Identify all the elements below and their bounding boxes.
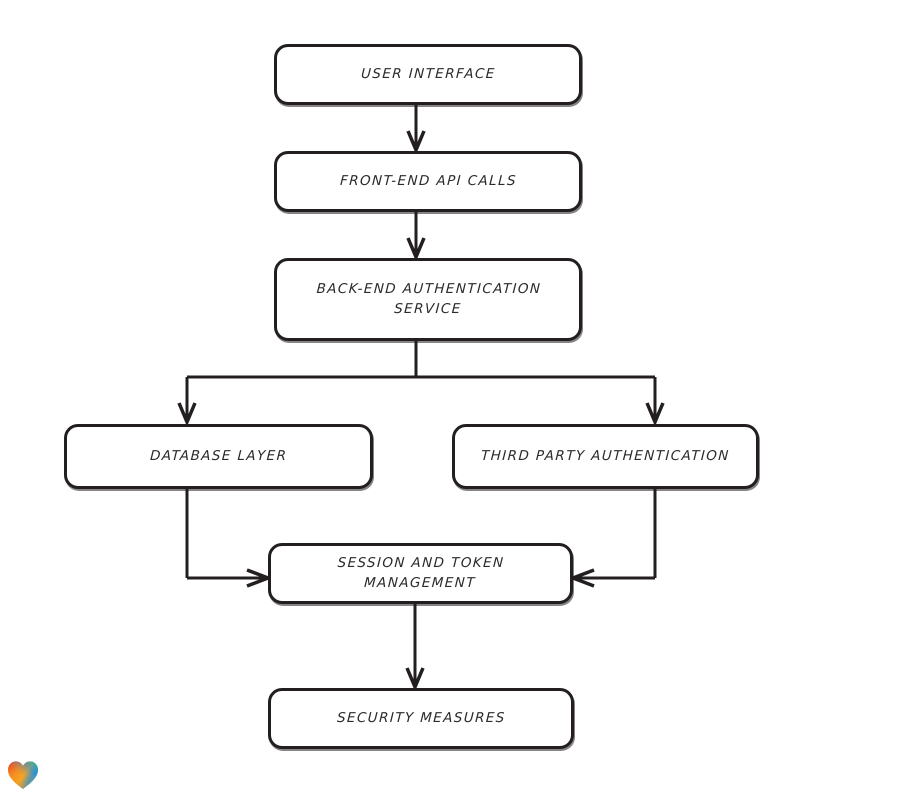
node-user-interface[interactable]: USER INTERFACE (274, 44, 582, 105)
gradient-heart-icon (8, 761, 38, 789)
edge-backend-split (177, 341, 665, 427)
edge-api-to-backend (406, 212, 426, 262)
edge-session-to-security (405, 604, 425, 692)
edge-db-to-session (185, 489, 273, 588)
node-front-end-api-calls[interactable]: FRONT-END API CALLS (274, 151, 582, 212)
node-label: SESSION AND TOKEN MANAGEMENT (337, 554, 505, 591)
node-security-measures[interactable]: SECURITY MEASURES (268, 688, 574, 749)
node-label: DATABASE LAYER (149, 447, 288, 464)
node-label: SECURITY MEASURES (336, 709, 506, 726)
node-label: BACK-END AUTHENTICATION SERVICE (315, 280, 542, 317)
node-back-end-auth-service[interactable]: BACK-END AUTHENTICATION SERVICE (274, 258, 582, 341)
node-database-layer[interactable]: DATABASE LAYER (64, 424, 373, 489)
node-label: THIRD PARTY AUTHENTICATION (480, 447, 731, 464)
node-session-and-token-management[interactable]: SESSION AND TOKEN MANAGEMENT (268, 543, 573, 604)
edge-thirdparty-to-session (568, 489, 657, 588)
node-label: FRONT-END API CALLS (339, 172, 517, 189)
node-third-party-authentication[interactable]: THIRD PARTY AUTHENTICATION (452, 424, 759, 489)
node-label: USER INTERFACE (360, 65, 496, 82)
edge-ui-to-api (406, 105, 426, 155)
